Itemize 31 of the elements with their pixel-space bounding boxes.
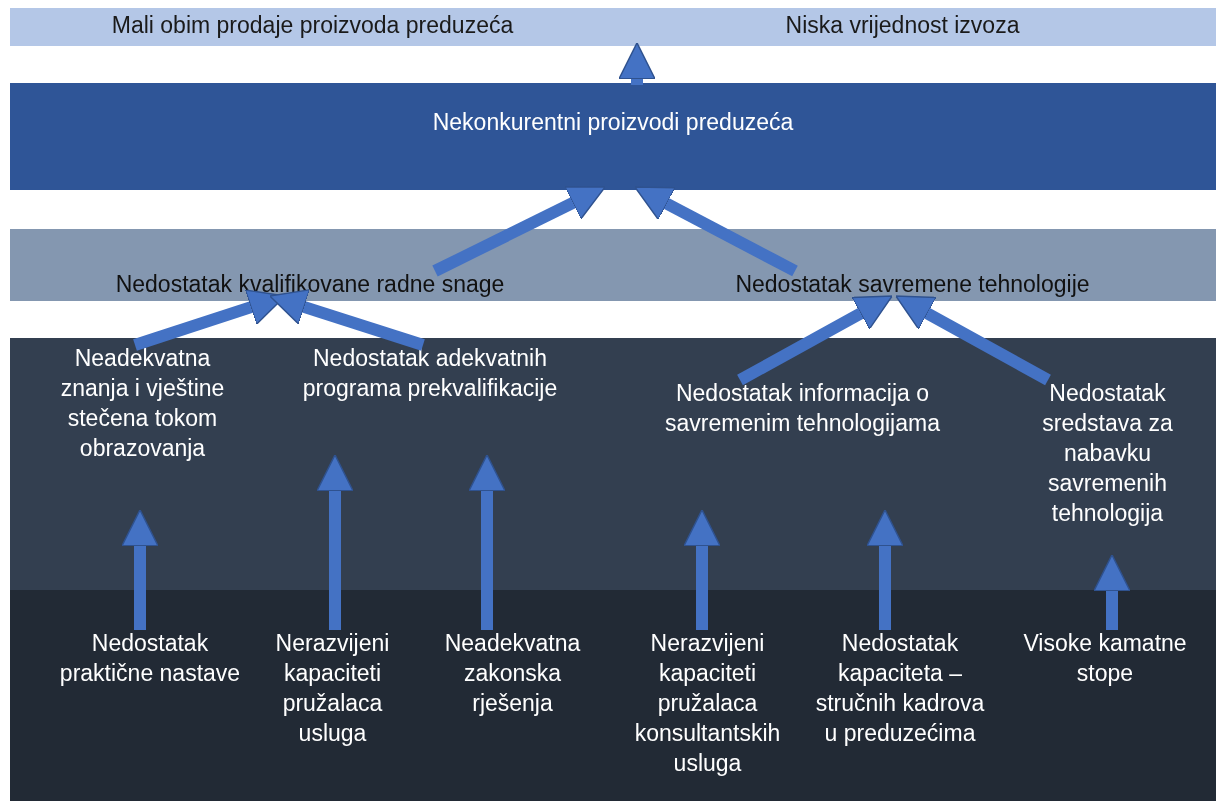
arrow [866, 509, 904, 630]
cause-label: Nedostatak praktične nastave [55, 628, 245, 688]
arrow [316, 454, 354, 630]
arrow [634, 186, 798, 277]
band-background [10, 83, 1216, 190]
cause-label: Neadekvatna znanja i vještine stečena tokom obrazovanja [45, 343, 240, 513]
arrow [1093, 554, 1131, 630]
arrow [683, 509, 721, 630]
cause-label: Nedostatak kapaciteta – stručnih kadrova u preduzećima [815, 628, 985, 778]
cause-label: Nedostatak informacija o savremenim tehnologijama [630, 378, 975, 513]
cause-label: Nedostatak adekvatnih programa prekvalifikacije [270, 343, 590, 458]
cause-label: Nerazvijeni kapaciteti pružalaca konsultantskih usluga [620, 628, 795, 778]
cause-label: Nedostatak kvalifikovane radne snage [60, 269, 560, 299]
band-background [10, 8, 1216, 46]
band-background [10, 338, 1216, 590]
band-label: Nekonkurentni proizvodi preduzeća [431, 108, 795, 137]
cause-label: Mali obim prodaje proizvoda preduzeća [40, 10, 585, 40]
arrow [618, 42, 656, 85]
cause-label: Niska vrijednost izvoza [700, 10, 1105, 40]
cause-label: Visoke kamatne stope [1000, 628, 1210, 688]
arrow [432, 186, 606, 277]
arrow [121, 509, 159, 630]
cause-label: Nerazvijeni kapaciteti pružalaca usluga [265, 628, 400, 748]
cause-label: Nedostatak sredstava za nabavku savremenih tehnologija [1025, 378, 1190, 558]
band-background [10, 590, 1216, 801]
arrow [468, 454, 506, 630]
arrow [895, 295, 1051, 386]
cause-label: Neadekvatna zakonska rješenja [425, 628, 600, 718]
arrow [737, 295, 893, 386]
band-background [10, 229, 1216, 301]
cause-label: Nedostatak savremene tehnologije [690, 269, 1135, 299]
